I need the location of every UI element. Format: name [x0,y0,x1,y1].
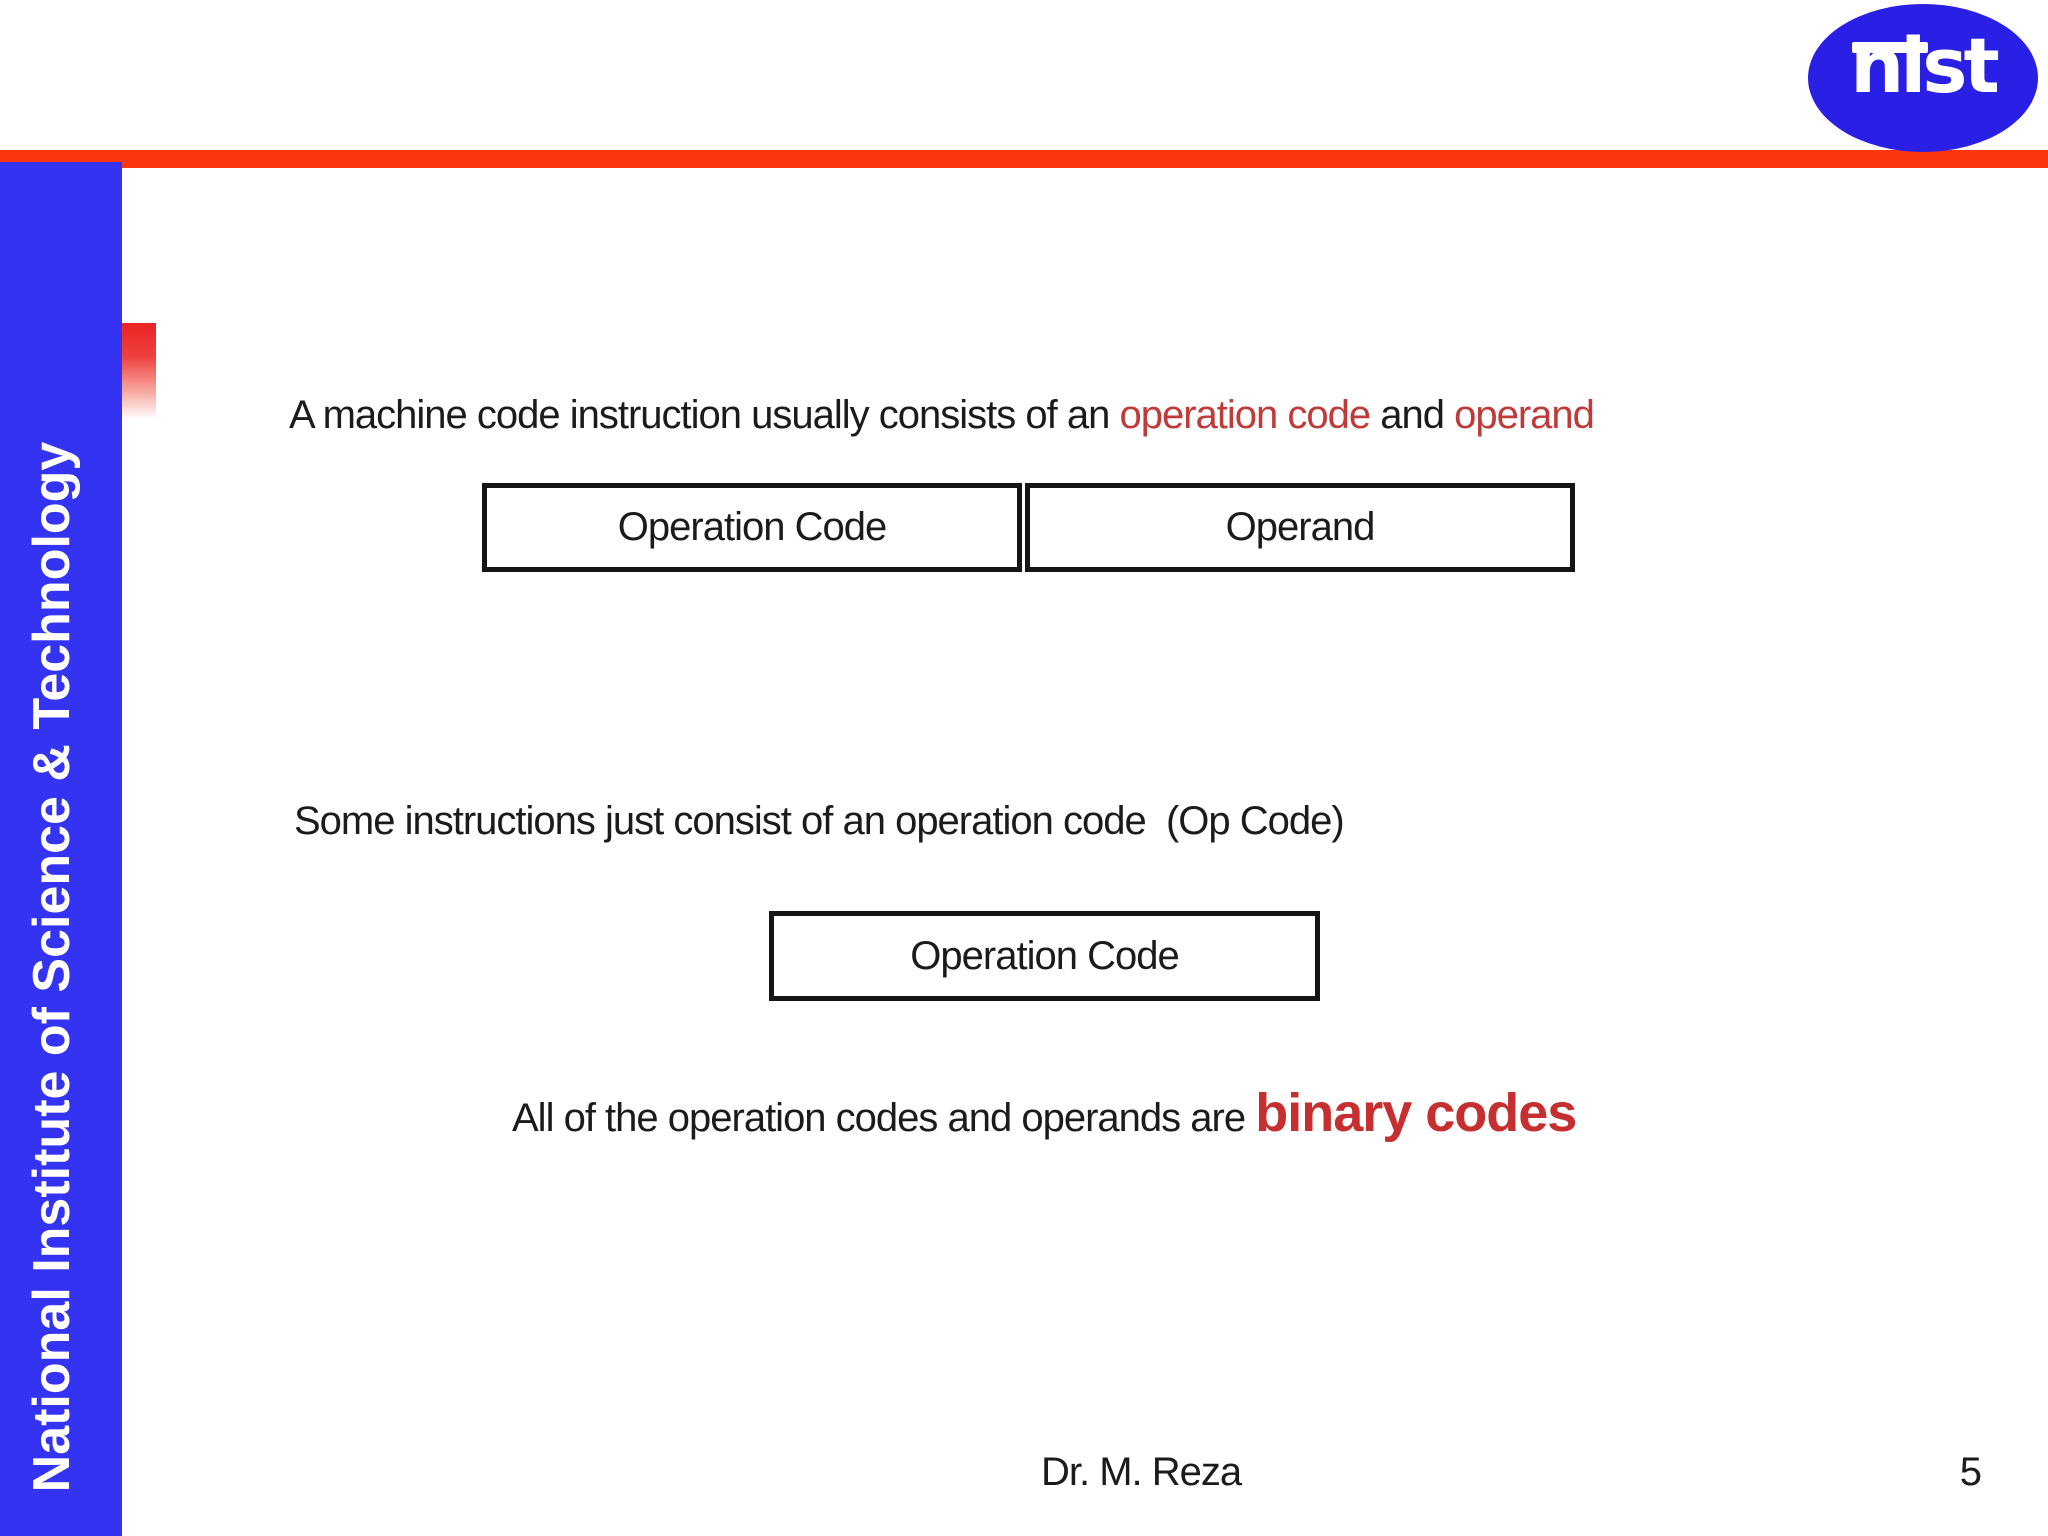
intro-sentence-prefix: A machine code instruction usually consi… [289,393,1120,437]
sidebar-institute-label: National Institute of Science & Technolo… [23,441,81,1493]
nist-logo-text: nist [1850,21,2000,110]
binary-codes-sentence-prefix: All of the operation codes and operands … [512,1096,1256,1140]
top-accent-rule [0,150,2048,168]
instruction-format-diagram: Operation Code Operand [482,483,1575,572]
operation-code-highlight: operation code [1119,393,1371,437]
nist-logo-overline [1852,42,1928,53]
footer-page-number: 5 [1959,1450,1982,1494]
operand-highlight: operand [1454,393,1595,437]
operation-code-cell: Operation Code [482,483,1022,572]
operand-cell: Operand [1025,483,1575,572]
red-gradient-accent [120,323,156,419]
sidebar-band: National Institute of Science & Technolo… [0,162,122,1536]
opcode-only-sentence: Some instructions just consist of an ope… [294,799,1345,843]
opcode-only-diagram: Operation Code [769,911,1320,1001]
binary-codes-highlight: binary codes [1255,1083,1577,1143]
binary-codes-sentence: All of the operation codes and operands … [512,1083,1577,1143]
intro-sentence-connector: and [1370,393,1455,437]
intro-sentence: A machine code instruction usually consi… [289,392,1595,438]
nist-logo: nist [1808,4,2038,152]
footer-author: Dr. M. Reza [1041,1450,1242,1494]
